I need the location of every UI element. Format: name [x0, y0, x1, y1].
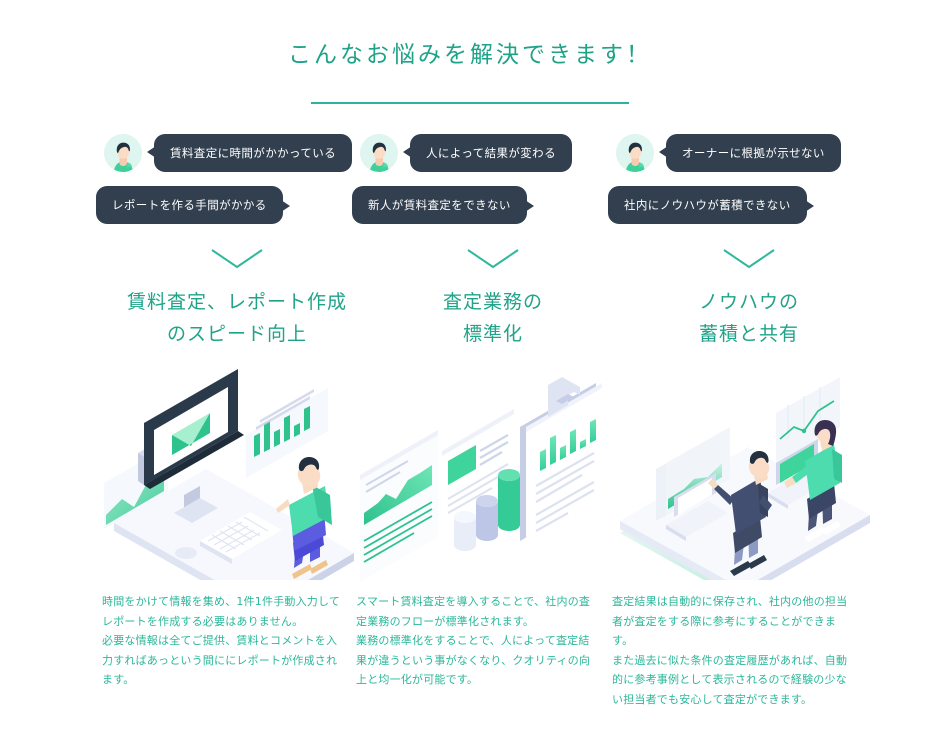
title-divider: [311, 102, 629, 104]
bubble-tail-icon: [659, 146, 668, 158]
pain-bubble-1-label: 人によって結果が変わる: [426, 145, 556, 160]
pain-bubble-2-label: レポートを作る手間がかかる: [112, 197, 267, 212]
feature-body-text: 時間をかけて情報を集め、1件1件手動入力して レポートを作成する必要はありません…: [102, 595, 341, 686]
bubble-tail-icon: [280, 200, 290, 212]
page-title: こんなお悩みを解決できます！: [288, 42, 652, 68]
pain-bubble-2: レポートを作る手間がかかる: [96, 186, 290, 224]
feature-heading: 査定業務の 標準化: [352, 286, 634, 350]
feature-heading-line-2: 標準化: [462, 323, 523, 345]
clipboard-reports-charts-illustration: [352, 365, 634, 580]
feature-column-knowhow: オーナーに根拠が示せない 社内にノウハウが蓄積できない ノウハウの 蓄積と共有: [608, 130, 890, 750]
bubble-tail-icon: [524, 200, 534, 212]
chevron-down-icon: [608, 248, 890, 274]
bubble-tail-icon: [804, 200, 814, 212]
pain-bubble-1-label: 賃料査定に時間がかかっている: [170, 145, 337, 160]
pain-bubble-1: 賃料査定に時間がかかっている: [147, 134, 353, 172]
feature-columns: 賃料査定に時間がかかっている レポートを作る手間がかかる 賃料査定、レポート作成…: [0, 130, 940, 750]
person-avatar-icon: [104, 134, 142, 172]
feature-body-text: スマート賃料査定を導入することで、社内の査 定業務のフローが標準化されます。 業…: [356, 595, 591, 686]
feature-heading: 賃料査定、レポート作成 のスピード向上: [96, 286, 378, 350]
chevron-down-icon: [96, 248, 378, 274]
team-desk-laptops-illustration: [608, 365, 890, 580]
pain-bubble-1: 人によって結果が変わる: [403, 134, 572, 172]
feature-body-text: 査定結果は自動的に保存され、社内の他の担当 者が査定をする際に参考にすることがで…: [612, 595, 848, 706]
pain-bubble-2-label: 新人が賃料査定をできない: [368, 197, 511, 212]
person-avatar-icon: [360, 134, 398, 172]
feature-column-speed: 賃料査定に時間がかかっている レポートを作る手間がかかる 賃料査定、レポート作成…: [96, 130, 378, 750]
feature-column-standardize: 人によって結果が変わる 新人が賃料査定をできない 査定業務の 標準化: [352, 130, 634, 750]
feature-heading-line-1: 査定業務の: [442, 291, 543, 313]
feature-heading: ノウハウの 蓄積と共有: [608, 286, 890, 350]
pain-bubble-2-label: 社内にノウハウが蓄積できない: [624, 197, 791, 212]
section-header: こんなお悩みを解決できます！: [0, 38, 940, 104]
feature-heading-line-2: のスピード向上: [166, 323, 307, 345]
bubble-tail-icon: [403, 146, 412, 158]
pain-bubble-2: 新人が賃料査定をできない: [352, 186, 534, 224]
feature-heading-line-1: ノウハウの: [698, 291, 799, 313]
pain-bubble-1: オーナーに根拠が示せない: [659, 134, 841, 172]
pain-point-bubbles: オーナーに根拠が示せない 社内にノウハウが蓄積できない: [608, 130, 890, 238]
feature-heading-line-2: 蓄積と共有: [698, 323, 799, 345]
feature-heading-line-1: 賃料査定、レポート作成: [126, 291, 347, 313]
bubble-tail-icon: [147, 146, 156, 158]
person-avatar-icon: [616, 134, 654, 172]
pain-point-bubbles: 賃料査定に時間がかかっている レポートを作る手間がかかる: [96, 130, 378, 238]
chevron-down-icon: [352, 248, 634, 274]
pain-point-bubbles: 人によって結果が変わる 新人が賃料査定をできない: [352, 130, 634, 238]
pain-bubble-2: 社内にノウハウが蓄積できない: [608, 186, 814, 224]
pain-bubble-1-label: オーナーに根拠が示せない: [682, 145, 825, 160]
desktop-monitor-analytics-illustration: [96, 365, 378, 580]
